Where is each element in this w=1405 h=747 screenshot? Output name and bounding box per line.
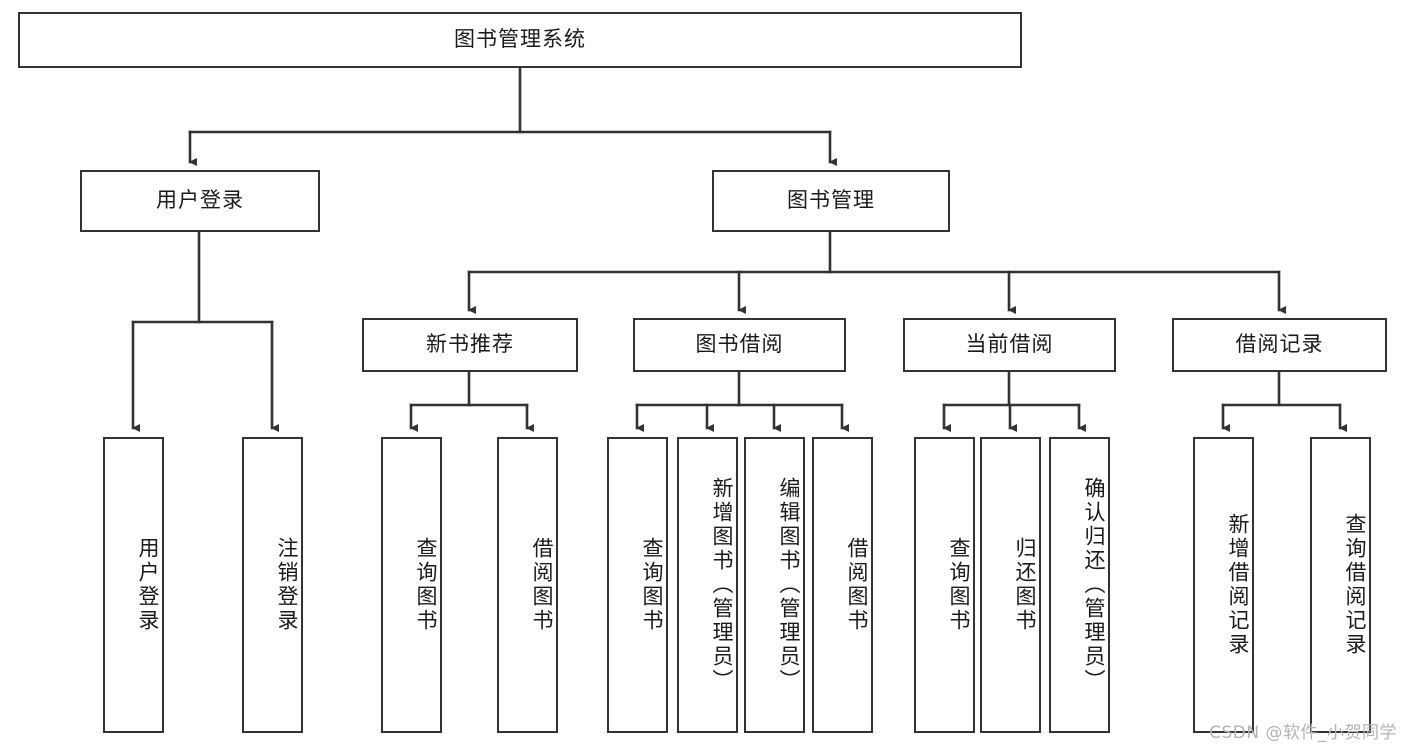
- leaf-borrow-book-borrow[interactable]: 借阅图书: [812, 437, 873, 733]
- node-user-login[interactable]: 用户登录: [80, 170, 320, 232]
- node-label: 新增图书（管理员）: [710, 477, 734, 693]
- node-borrow-record[interactable]: 借阅记录: [1172, 318, 1387, 372]
- node-label: 新书推荐: [426, 332, 514, 357]
- leaf-return-book[interactable]: 归还图书: [980, 437, 1041, 733]
- node-label: 图书管理: [787, 188, 875, 213]
- node-label: 查询图书: [640, 537, 664, 633]
- node-new-book-recommend[interactable]: 新书推荐: [362, 318, 578, 372]
- node-label: 借阅图书: [530, 537, 554, 633]
- node-label: 查询图书: [414, 537, 438, 633]
- edges-bookborrow-to-leaves: [635, 370, 850, 432]
- edges-root-to-level2: [188, 66, 838, 166]
- node-label: 用户登录: [156, 188, 244, 213]
- node-label: 查询图书: [947, 537, 971, 633]
- node-label: 图书管理系统: [454, 27, 586, 52]
- node-label: 新增借阅记录: [1226, 513, 1250, 657]
- node-book-manage[interactable]: 图书管理: [712, 170, 950, 232]
- leaf-query-book-current[interactable]: 查询图书: [914, 437, 975, 733]
- leaf-edit-book-admin[interactable]: 编辑图书（管理员）: [744, 437, 805, 733]
- edges-bookmanage-to-level3: [467, 230, 1287, 314]
- node-label: 借阅图书: [845, 537, 869, 633]
- node-label: 借阅记录: [1235, 332, 1324, 357]
- node-label: 当前借阅: [965, 332, 1054, 357]
- node-label: 编辑图书（管理员）: [777, 477, 801, 693]
- node-current-borrow[interactable]: 当前借阅: [903, 318, 1116, 372]
- edges-currentborrow-to-leaves: [942, 370, 1087, 432]
- leaf-user-login[interactable]: 用户登录: [103, 437, 164, 733]
- leaf-query-book-borrow[interactable]: 查询图书: [607, 437, 668, 733]
- csdn-watermark: CSDN @软件_小贺同学: [1209, 723, 1397, 743]
- leaf-logout[interactable]: 注销登录: [242, 437, 303, 733]
- edges-newbookrec-to-leaves: [409, 370, 535, 432]
- edges-borrowrecord-to-leaves: [1221, 370, 1348, 432]
- node-root-system[interactable]: 图书管理系统: [18, 12, 1022, 68]
- leaf-confirm-return-admin[interactable]: 确认归还（管理员）: [1049, 437, 1110, 733]
- leaf-add-borrow-record[interactable]: 新增借阅记录: [1193, 437, 1254, 733]
- node-label: 归还图书: [1013, 537, 1037, 633]
- node-label: 确认归还（管理员）: [1082, 477, 1106, 693]
- leaf-borrow-book-newbook[interactable]: 借阅图书: [497, 437, 558, 733]
- leaf-add-book-admin[interactable]: 新增图书（管理员）: [677, 437, 738, 733]
- node-label: 查询借阅记录: [1343, 513, 1367, 657]
- edges-userlogin-to-leaves: [131, 230, 280, 432]
- leaf-query-book-newbook[interactable]: 查询图书: [381, 437, 442, 733]
- node-label: 图书借阅: [695, 332, 784, 357]
- leaf-query-borrow-record[interactable]: 查询借阅记录: [1310, 437, 1371, 733]
- node-label: 用户登录: [136, 537, 160, 633]
- node-label: 注销登录: [275, 537, 299, 633]
- node-book-borrow[interactable]: 图书借阅: [633, 318, 846, 372]
